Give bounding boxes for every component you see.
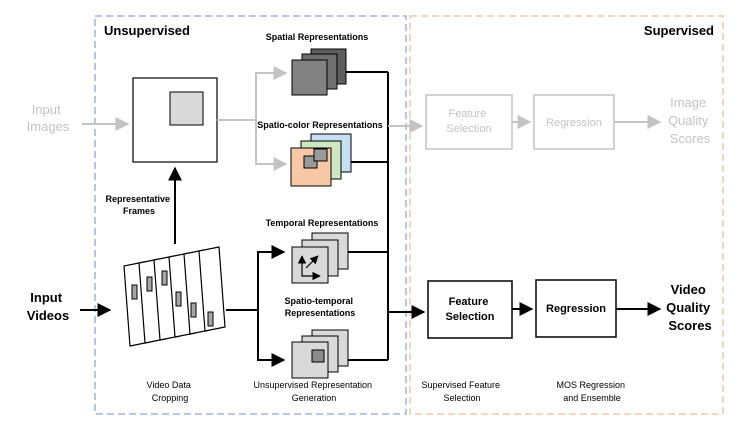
cropping-caption: Video Data Cropping [147,380,194,403]
video-crop-patch [175,291,182,307]
temporal-diagonal-icon [305,255,319,269]
mos-caption: MOS Regression and Ensemble [556,380,627,403]
image-feature-selection-box [425,94,513,150]
video-crop-patch [207,311,214,327]
image-regression-box [533,94,615,150]
unsupervised-region [94,15,407,415]
supervised-fs-caption: Supervised Feature Selection [421,380,502,403]
spatio-temporal-patch [311,349,325,363]
video-feature-selection-label: Feature Selection [446,296,495,323]
video-crop-patch [131,284,138,300]
representative-frames-label: Representative Frames [105,194,172,216]
generation-caption: Unsupervised Representation Generation [253,380,374,403]
frame-to-spatio-color-arrow [255,120,288,171]
spatial-representations-label: Spatial Representations [266,32,369,42]
spatio-color-representations-label: Spatio-color Representations [257,120,383,130]
video-feature-selection-box [427,280,513,339]
input-videos-label: Input Videos [27,290,69,323]
video-frame [198,246,226,332]
temporal-rep-layer-1 [291,246,329,284]
image-quality-scores-label: Image Quality Scores [668,95,712,146]
input-images-label: Input Images [27,102,70,134]
video-regression-label: Regression [546,303,606,315]
video-frames [123,246,226,347]
video-crop-patch [161,270,168,286]
temporal-representations-label: Temporal Representations [266,218,379,228]
video-quality-scores-label: Video Quality Scores [666,282,714,333]
supervised-title: Supervised [644,23,714,38]
spatio-temporal-representations-label: Spatio-temporal Representations [284,296,355,318]
frames-to-temporal-arrow [226,245,286,311]
temporal-axes-icon [297,255,321,281]
unsupervised-title: Unsupervised [104,23,190,38]
image-feature-selection-label: Feature Selection [446,108,491,135]
video-crop-patch [190,302,197,318]
frame-to-spatial-arrow [217,66,288,121]
supervised-region [409,15,724,415]
representative-frame-patch [169,91,204,126]
spatio-color-patch-2 [313,148,328,162]
frames-to-spatio-temporal-arrow [257,310,286,367]
image-regression-label: Regression [546,117,602,129]
video-crop-patch [146,276,153,292]
spatial-rep-layer-1 [291,59,328,96]
